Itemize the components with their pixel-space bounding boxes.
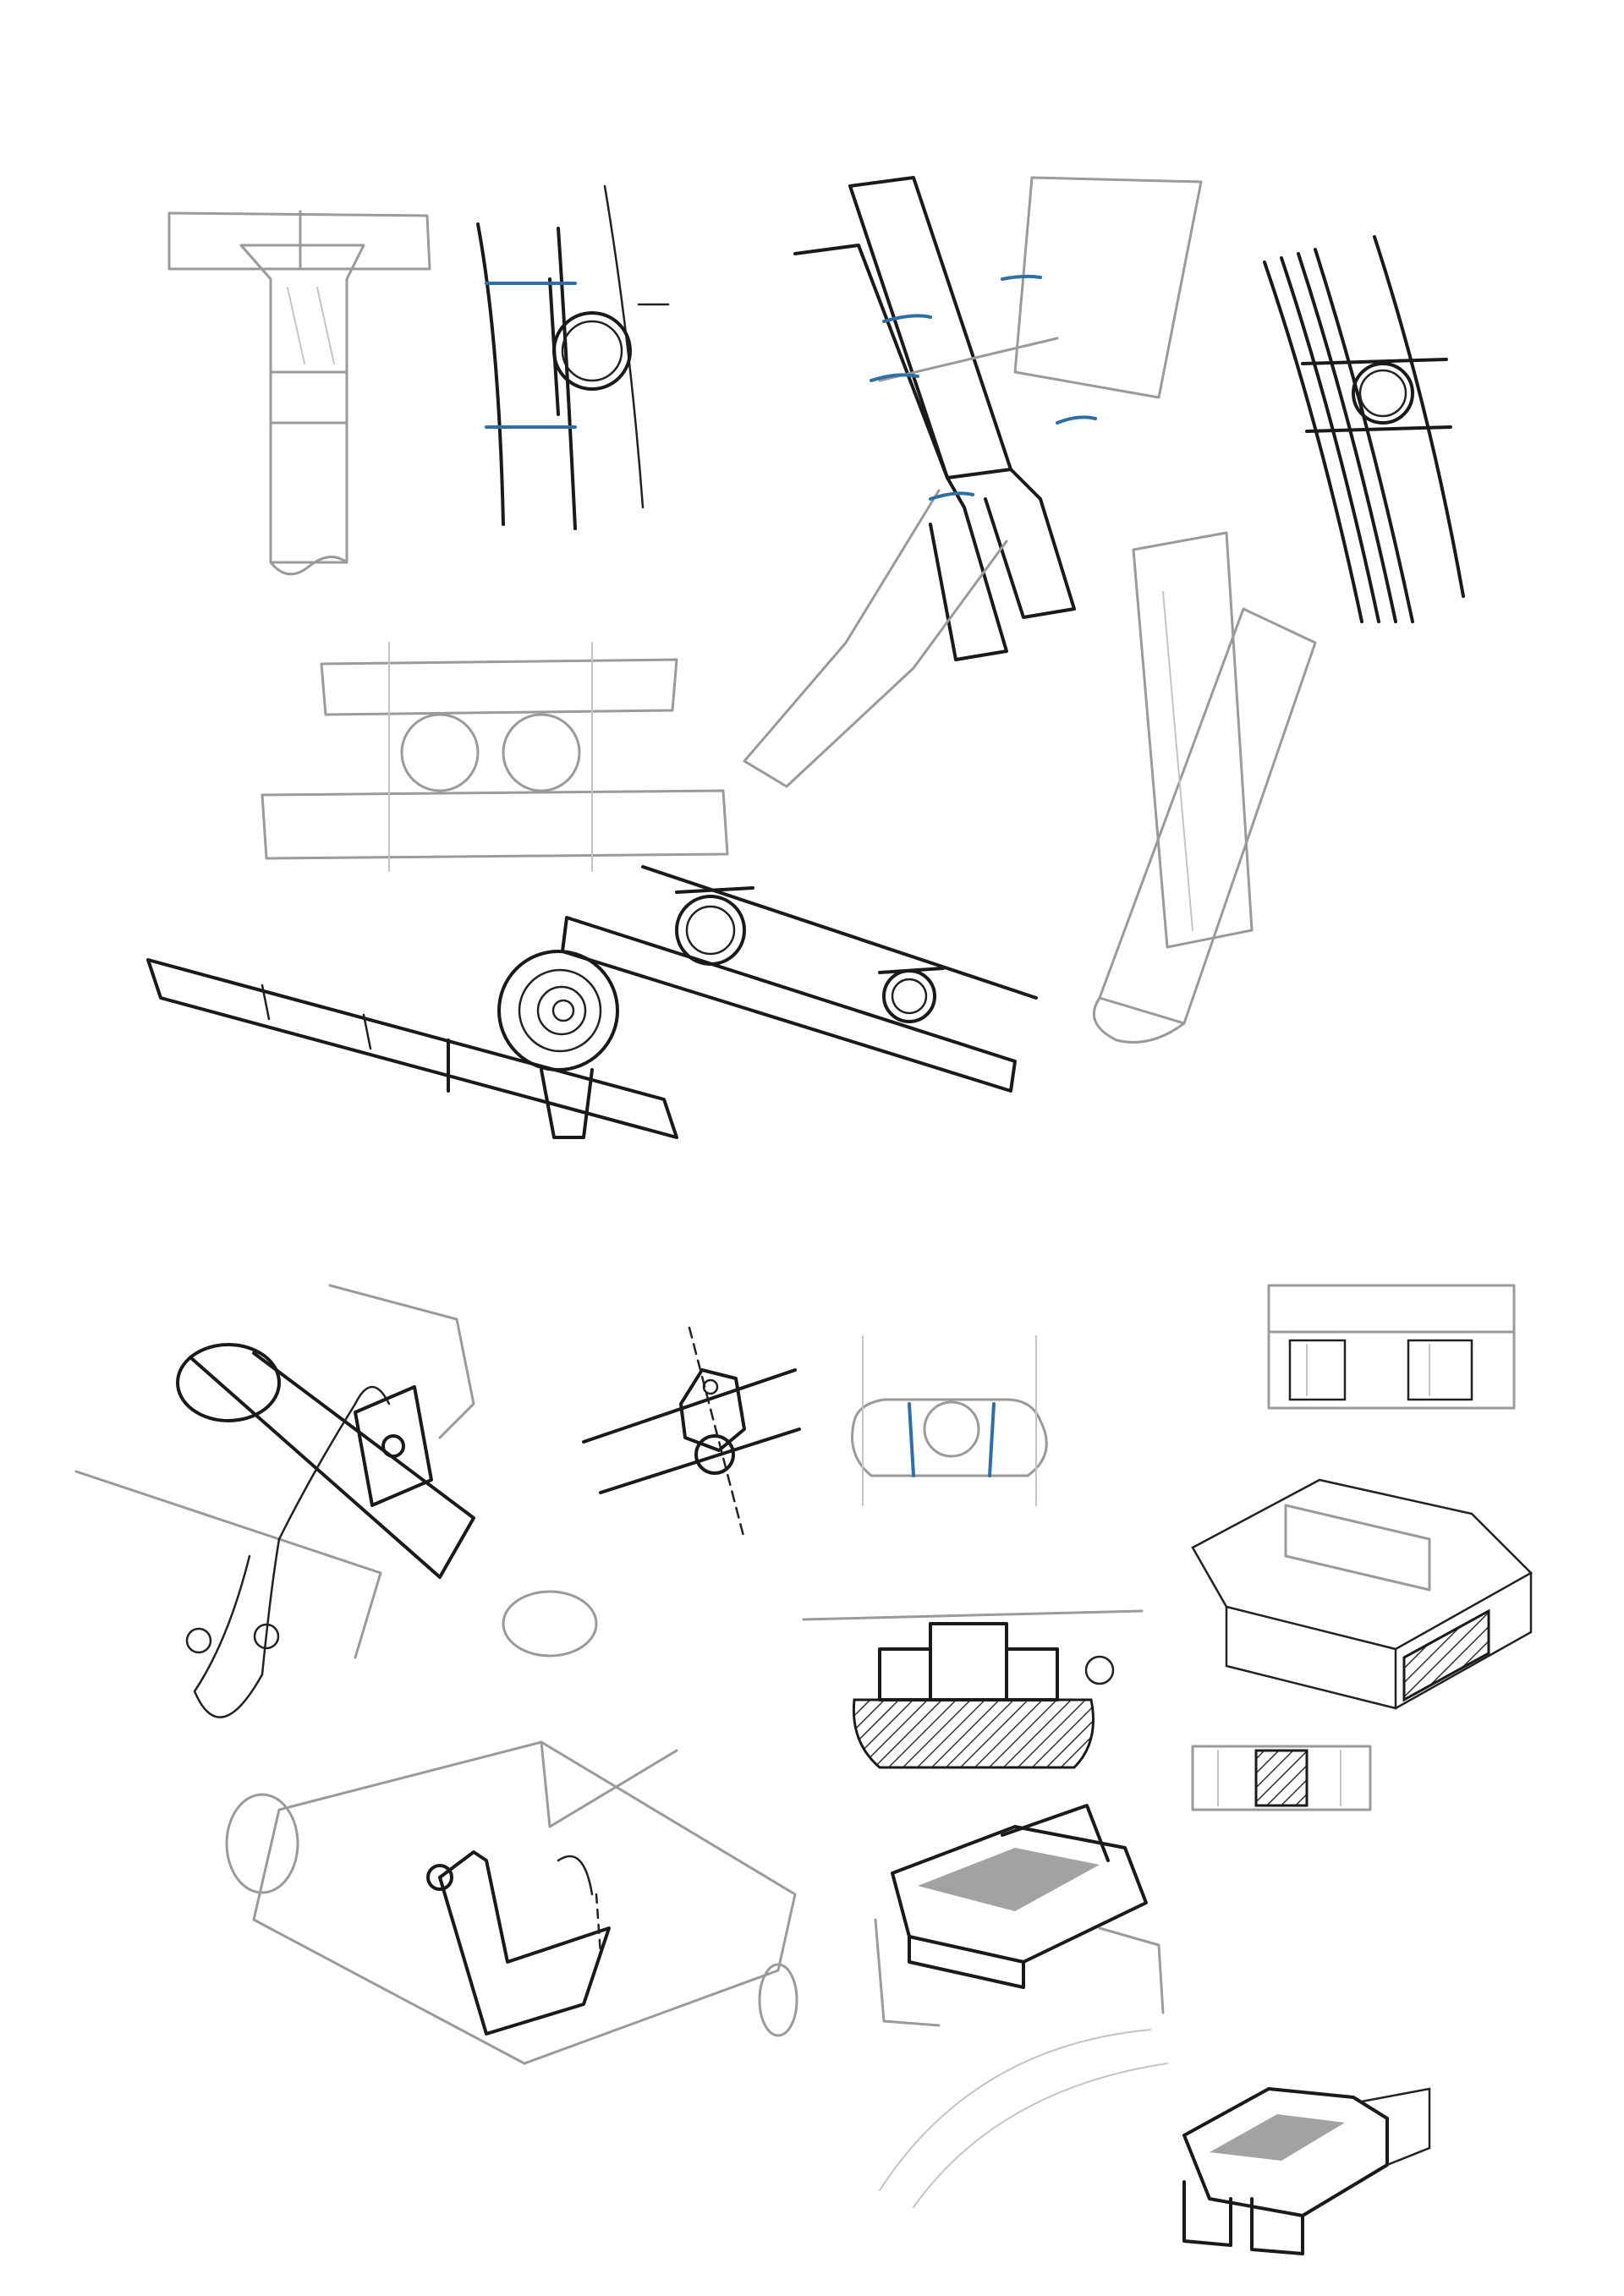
- clamp-section-vertical: [476, 184, 670, 530]
- hatched-bench-elevation: [802, 1609, 1144, 1769]
- box-frame-axonometric: [1191, 1478, 1533, 1710]
- bolted-saddle-clamp: [582, 1326, 801, 1541]
- double-pipe-elevation: [261, 642, 729, 872]
- parallel-rail-clamp: [1263, 235, 1465, 623]
- twin-clamp-rail: [561, 865, 1038, 1093]
- rope-tied-pipes: [74, 1284, 598, 1718]
- ground-arcs: [879, 2029, 1168, 2208]
- pipe-bracket-isometric: [225, 1740, 798, 2065]
- diagonal-pipe-study: [1092, 531, 1317, 1044]
- frame-perspective-bottom: [1182, 2087, 1431, 2255]
- t-pipe-junction: [167, 210, 431, 576]
- bench-axonometric: [874, 1804, 1165, 2027]
- box-frame-elevation: [1267, 1284, 1516, 1410]
- y-branch-brackets: [743, 176, 1203, 788]
- pipe-section-plan: [851, 1335, 1048, 1506]
- small-box-elevation: [1191, 1745, 1372, 1811]
- coil-pipe-joint: [146, 950, 678, 1139]
